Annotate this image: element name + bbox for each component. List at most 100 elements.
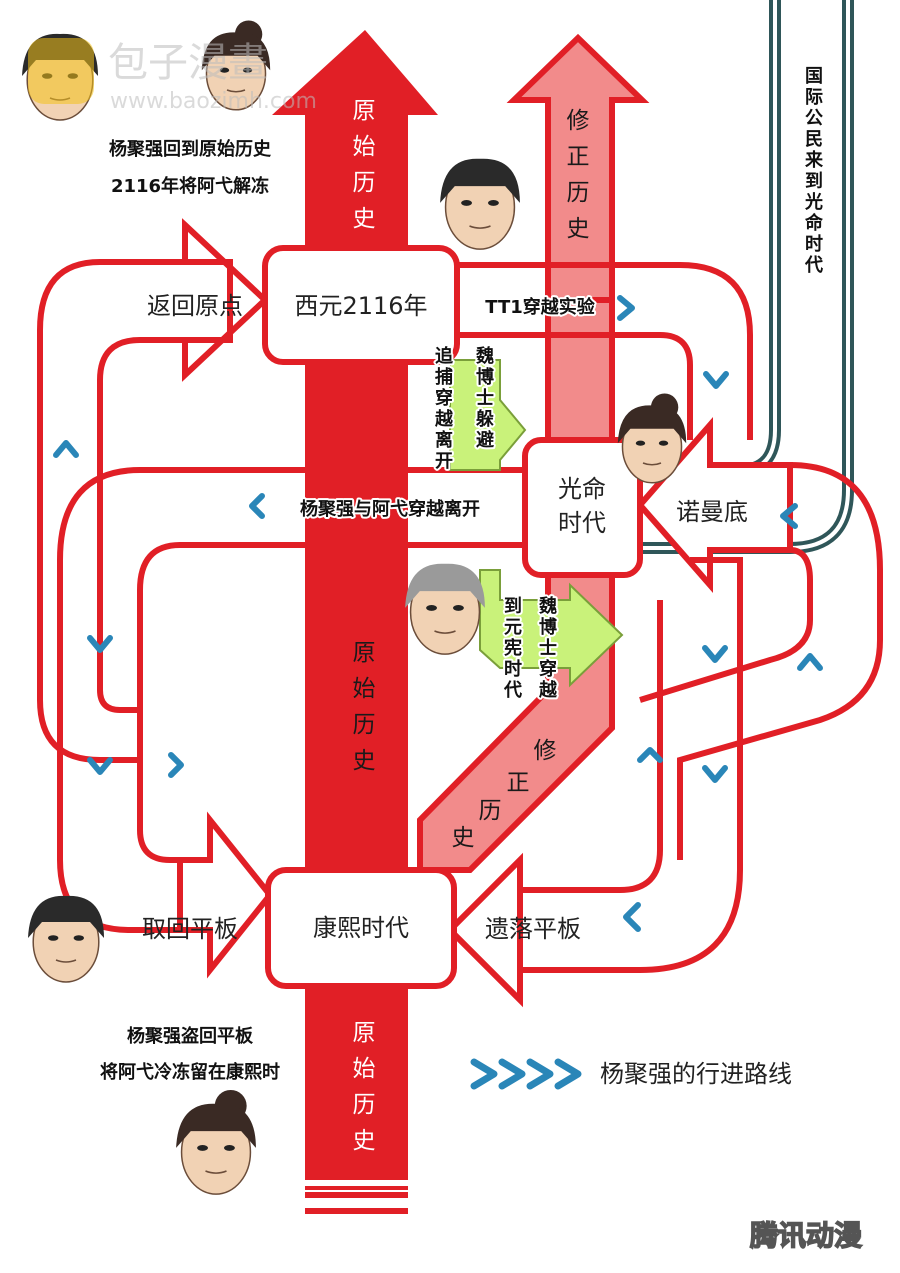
svg-text:躲: 躲 [476, 408, 494, 430]
svg-text:追: 追 [435, 345, 453, 367]
label-return-origin: 返回原点 [147, 292, 243, 320]
corner-watermark: 腾讯动漫 [750, 1219, 862, 1252]
svg-text:开: 开 [435, 451, 453, 472]
svg-text:正: 正 [507, 770, 530, 796]
dr-wei-face [405, 563, 485, 655]
svg-text:博: 博 [539, 616, 557, 638]
legend: 杨聚强的行进路线 [470, 1058, 792, 1090]
svg-text:代: 代 [503, 680, 522, 701]
node-guangming-line1: 光命 [558, 475, 606, 503]
svg-text:到: 到 [504, 596, 522, 617]
svg-text:公: 公 [805, 108, 823, 129]
watermark: 包子漫畫 www.baozimh.com [28, 38, 317, 114]
svg-text:修: 修 [567, 108, 590, 134]
node-xiyuan-2116: 西元2116年 [262, 245, 460, 365]
svg-text:离: 离 [435, 429, 453, 451]
svg-text:命: 命 [805, 212, 824, 234]
svg-text:始: 始 [353, 1056, 376, 1082]
node-kangxi-label: 康熙时代 [313, 914, 409, 942]
annot-yang-ayi-leave: 杨聚强与阿弋穿越离开 [300, 498, 480, 520]
svg-text:捕: 捕 [435, 366, 453, 388]
svg-text:历: 历 [353, 712, 376, 738]
svg-text:越: 越 [538, 679, 558, 701]
svg-text:史: 史 [452, 825, 475, 851]
right-lower-loop [677, 462, 883, 860]
svg-text:越: 越 [434, 408, 454, 430]
node-guangming-line2: 时代 [558, 509, 606, 537]
annot-tt1: TT1穿越实验 [485, 296, 595, 318]
label-retrieve-tablet: 取回平板 [142, 915, 238, 943]
svg-text:始: 始 [353, 134, 376, 160]
ayi-face-topleft [201, 20, 271, 111]
svg-text:穿: 穿 [435, 387, 453, 409]
svg-text:来: 来 [804, 150, 824, 171]
svg-text:史: 史 [353, 1128, 376, 1154]
svg-text:时: 时 [805, 234, 823, 255]
watermark-brand: 包子漫畫 [108, 40, 268, 86]
svg-text:史: 史 [353, 206, 376, 232]
svg-text:魏: 魏 [475, 345, 494, 367]
svg-text:魏: 魏 [538, 595, 557, 617]
svg-text:际: 际 [805, 87, 823, 108]
svg-text:历: 历 [567, 180, 590, 206]
svg-text:元: 元 [504, 617, 522, 638]
stream-original-mid: 原始历史 [353, 640, 376, 774]
node-xiyuan-label: 西元2116年 [294, 292, 427, 320]
label-lost-tablet: 遗落平板 [485, 915, 581, 943]
node-kangxi-era: 康熙时代 [265, 867, 457, 989]
svg-text:博: 博 [476, 366, 494, 388]
svg-text:穿: 穿 [539, 658, 557, 680]
return-origin-arrow [182, 218, 270, 382]
svg-text:历: 历 [353, 170, 376, 196]
svg-text:避: 避 [476, 429, 494, 451]
node-guangming-era: 光命 时代 [522, 437, 643, 578]
annot-yang-steal-2: 将阿弋冷冻留在康熙时 [100, 1061, 280, 1083]
wei-hide-arrow [449, 359, 527, 471]
direction-chevrons [53, 295, 823, 932]
stream-original-top: 原始历史 [353, 98, 376, 232]
annot-yang-return-1: 杨聚强回到原始历史 [109, 138, 272, 160]
ayi-face-bottom [176, 1089, 256, 1195]
label-normandy: 诺曼底 [676, 498, 748, 526]
lost-tablet-arrow [445, 852, 523, 1008]
wei-travel-arrow [479, 569, 624, 688]
yang-face-bottomleft [28, 895, 104, 983]
svg-text:国: 国 [805, 66, 823, 87]
svg-text:时: 时 [504, 659, 522, 680]
svg-text:原: 原 [353, 98, 376, 124]
legend-label: 杨聚强的行进路线 [600, 1060, 792, 1088]
svg-text:史: 史 [567, 216, 590, 242]
svg-text:历: 历 [353, 1092, 376, 1118]
svg-text:史: 史 [353, 748, 376, 774]
stream-original-bottom: 原始历史 [353, 1020, 376, 1154]
yang-face-top [440, 158, 520, 250]
svg-text:民: 民 [805, 129, 823, 150]
svg-text:光: 光 [804, 191, 823, 213]
svg-text:始: 始 [353, 676, 376, 702]
annot-yang-return-2: 2116年将阿弋解冻 [111, 175, 269, 197]
svg-text:士: 士 [476, 388, 494, 409]
watermark-url: www.baozimh.com [110, 89, 317, 114]
svg-text:原: 原 [353, 1020, 376, 1046]
retrieve-tablet-arrow [177, 811, 274, 979]
ayi-face-right [617, 393, 687, 484]
right-upper-loop [455, 262, 753, 440]
svg-text:到: 到 [805, 171, 823, 192]
svg-text:正: 正 [567, 144, 590, 170]
annot-yang-steal-1: 杨聚强盗回平板 [127, 1025, 254, 1047]
svg-text:修: 修 [534, 738, 557, 764]
outer-left-loop [37, 259, 230, 763]
svg-text:代: 代 [804, 255, 823, 276]
svg-text:士: 士 [539, 638, 557, 659]
svg-text:历: 历 [479, 798, 502, 824]
svg-text:原: 原 [353, 640, 376, 666]
svg-text:宪: 宪 [504, 637, 522, 659]
